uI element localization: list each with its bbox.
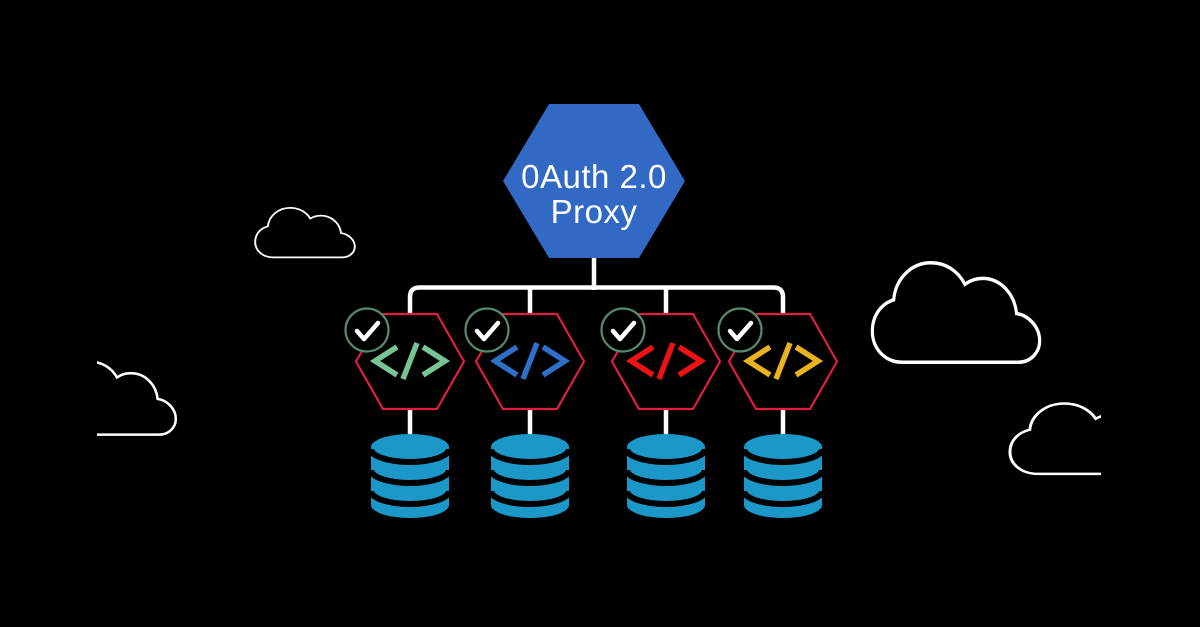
check-icon xyxy=(610,320,637,342)
proxy-label-line2: Proxy xyxy=(551,193,638,230)
proxy-hexagon xyxy=(503,104,685,258)
database-divider xyxy=(624,490,708,507)
service-node-3 xyxy=(600,307,722,411)
cloud-icon xyxy=(254,206,356,259)
check-icon xyxy=(474,320,501,342)
check-icon xyxy=(727,320,754,342)
trunk-line xyxy=(407,285,786,440)
proxy-label-line1: 0Auth 2.0 xyxy=(521,158,667,195)
database-icon xyxy=(741,434,825,518)
service-node-2 xyxy=(464,307,586,411)
database-divider xyxy=(488,490,572,507)
database-body xyxy=(491,434,569,518)
database-icon xyxy=(624,434,708,518)
database-divider xyxy=(368,469,452,486)
check-circle xyxy=(600,307,646,353)
database-divider xyxy=(488,448,572,465)
database-body xyxy=(371,434,449,518)
database-divider xyxy=(368,448,452,465)
cloud-icon xyxy=(1008,402,1101,476)
check-icon xyxy=(354,320,381,342)
database-body xyxy=(744,434,822,518)
database-divider xyxy=(624,469,708,486)
databases-layer xyxy=(368,434,825,518)
database-divider xyxy=(741,490,825,507)
database-icon xyxy=(488,434,572,518)
database-divider xyxy=(368,490,452,507)
database-divider xyxy=(741,469,825,486)
code-icon xyxy=(742,342,824,380)
check-circle xyxy=(464,307,510,353)
cloud-icon xyxy=(97,360,178,436)
database-icon xyxy=(368,434,452,518)
code-icon xyxy=(489,342,571,380)
database-divider xyxy=(741,448,825,465)
check-circle xyxy=(717,307,763,353)
check-circle xyxy=(344,307,390,353)
code-icon xyxy=(625,342,707,380)
database-divider xyxy=(488,469,572,486)
proxy-node: 0Auth 2.0 Proxy xyxy=(503,104,685,258)
database-body xyxy=(627,434,705,518)
service-node-1 xyxy=(344,307,466,411)
code-icon xyxy=(369,342,451,380)
service-node-4 xyxy=(717,307,839,411)
cloud-icon xyxy=(870,261,1042,365)
database-divider xyxy=(624,448,708,465)
